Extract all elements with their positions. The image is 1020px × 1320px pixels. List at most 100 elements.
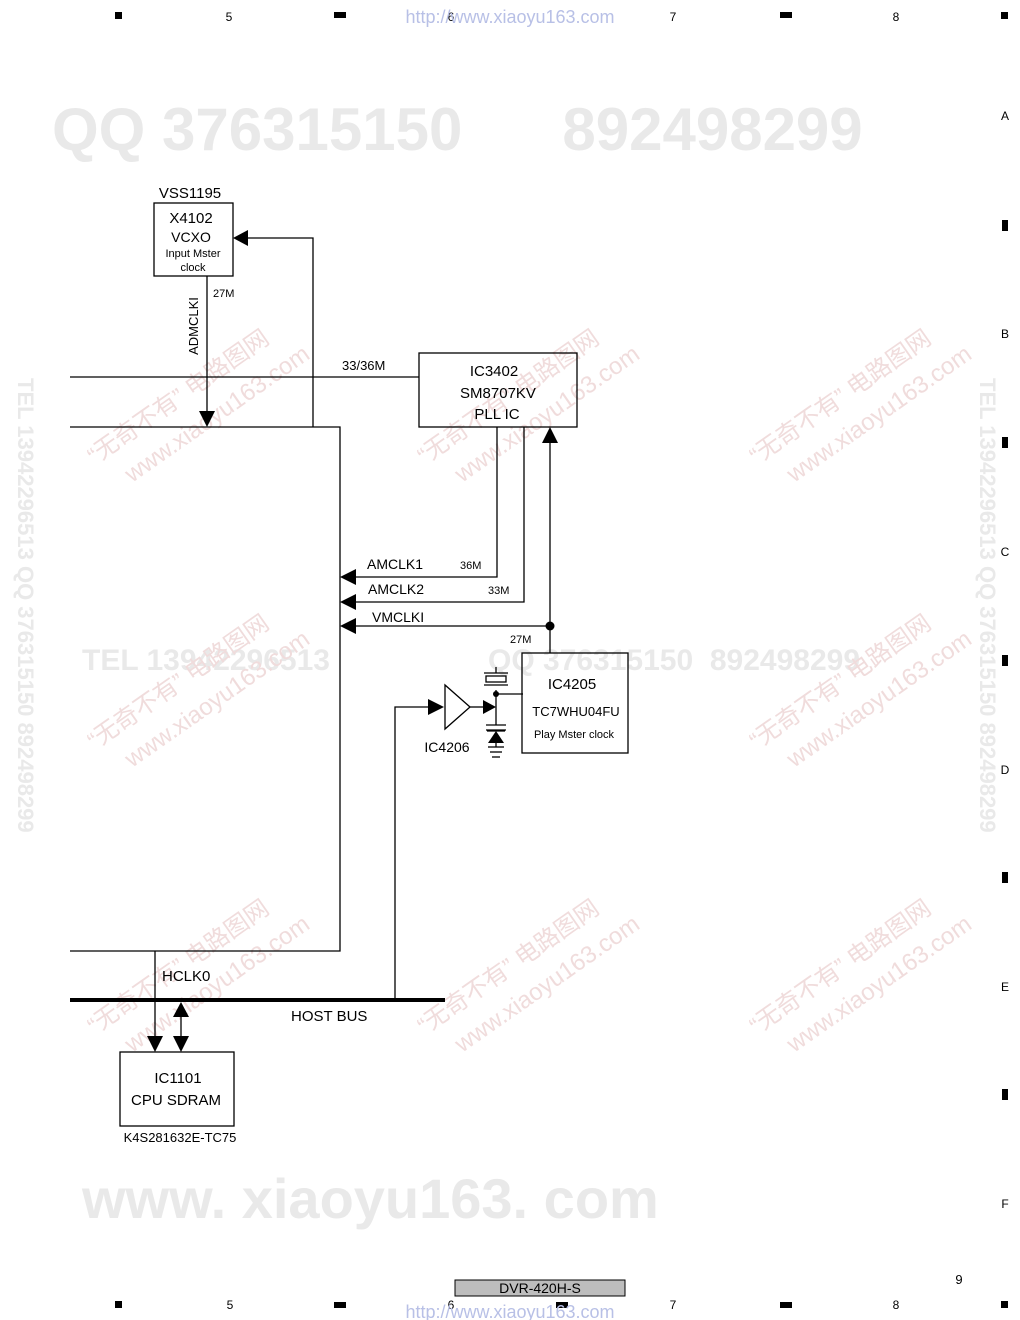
arrow-vmclki-left: [340, 618, 356, 634]
frame-mark: [115, 1301, 122, 1308]
model-badge: [454, 1279, 626, 1297]
row-label: C: [1001, 545, 1010, 559]
x4102-part: VSS1195: [159, 185, 221, 202]
crystal-symbol: [484, 672, 508, 686]
watermark-layer: QQ 376315150 892498299 TEL 13942296513 Q…: [13, 96, 1000, 1230]
frame-mark: [780, 12, 792, 18]
arrow-bus-down: [173, 1036, 189, 1052]
ic4205-ref: IC4205: [548, 676, 596, 693]
frame-mark: [1002, 872, 1008, 883]
frame-top-ruler: 5 6 7 8 http://www.xiaoyu163.com: [115, 7, 1008, 27]
ic4206-buffer-symbol: [444, 683, 471, 731]
ground-symbol: [488, 746, 504, 758]
x4102-box: [153, 202, 234, 277]
wire-vcxo-control: [247, 237, 314, 427]
ic3402-part: SM8707KV: [460, 385, 536, 402]
wire-amclk2: [354, 427, 525, 603]
watermark-diagonal-2: “无奇不有” 电路图网 www.xiaoyu163.com: [413, 325, 645, 489]
column-label: 6: [448, 1298, 455, 1312]
arrow-ic4206-right: [428, 699, 444, 715]
x4102-type: VCXO: [171, 229, 211, 245]
ic1101-part: K4S281632E-TC75: [124, 1130, 237, 1145]
ic3402-box: [418, 352, 578, 428]
junction-27m: [545, 621, 555, 631]
watermark-diagonal-8: “无奇不有” 电路图网 www.xiaoyu163.com: [745, 895, 977, 1059]
arrow-bus-up: [173, 1002, 189, 1017]
ic4205-box: [521, 652, 629, 754]
arrow-amclk2-left: [340, 594, 356, 610]
frame-mark: [1002, 220, 1008, 231]
model-name: DVR-420H-S: [499, 1280, 581, 1296]
frame-bottom-ruler: 5 6 7 8 9 DVR-420H-S http://www.xiaoyu16…: [115, 1272, 1008, 1320]
column-label: 6: [448, 10, 455, 24]
frame-mark: [334, 1302, 346, 1308]
watermark-url-bottom: http://www.xiaoyu163.com: [405, 1302, 614, 1320]
ic1101-ref: IC1101: [154, 1070, 201, 1087]
row-label: A: [1001, 109, 1009, 123]
frame-mark: [556, 1302, 568, 1308]
ic1101-box: [119, 1051, 235, 1127]
frame-mark: [1001, 1301, 1008, 1308]
frame-right-ruler: A B C D E F: [1001, 109, 1010, 1211]
row-label: F: [1001, 1197, 1008, 1211]
wire-amclk1: [354, 427, 498, 578]
arrow-admclki-down: [199, 411, 215, 427]
x4102-ref: X4102: [169, 210, 212, 227]
capacitor-symbol: [486, 724, 506, 731]
page-number: 9: [955, 1272, 962, 1287]
ic1101-desc: CPU SDRAM: [131, 1092, 221, 1109]
watermark-site-large: www. xiaoyu163. com: [81, 1167, 659, 1230]
frame-mark: [1002, 437, 1008, 448]
wire-ic4206-input: [394, 706, 430, 1000]
watermark-qq-mid: QQ 376315150 892498299: [488, 644, 860, 677]
arrow-27m-up: [542, 427, 558, 443]
label-33-36m: 33/36M: [342, 358, 385, 373]
arrow-hclk0-down: [147, 1036, 163, 1052]
label-host-bus: HOST BUS: [291, 1008, 367, 1025]
frame-mark: [1001, 12, 1008, 19]
ic3402-ref: IC3402: [470, 363, 518, 380]
label-vmclki: VMCLKI: [372, 609, 424, 625]
watermark-diagonal-5: “无奇不有” 电路图网 www.xiaoyu163.com: [745, 610, 977, 774]
label-amclk2: AMCLK2: [368, 581, 424, 597]
component-ic1101: IC1101 CPU SDRAM K4S281632E-TC75: [119, 1051, 237, 1145]
watermark-diagonal-4: “无奇不有” 电路图网 www.xiaoyu163.com: [83, 610, 315, 774]
frame-mark: [780, 1302, 792, 1308]
ic3402-desc: PLL IC: [474, 406, 519, 423]
arrow-amclk1-left: [340, 569, 356, 585]
row-label: B: [1001, 327, 1009, 341]
watermark-vertical-right: TEL 13942296513 QQ 376315150 892498299: [975, 378, 1000, 833]
wires: [70, 237, 551, 1037]
column-label: 7: [670, 10, 677, 24]
label-27m-top: 27M: [213, 288, 234, 300]
component-ic4205: IC4205 TC7WHU04FU Play Mster clock: [521, 652, 629, 754]
ic4206-ref: IC4206: [424, 739, 469, 755]
frame-mark: [334, 12, 346, 18]
component-ic4206: IC4206: [424, 672, 508, 758]
arrows: [147, 230, 558, 1052]
column-label: 5: [227, 1298, 234, 1312]
watermark-vertical-left: TEL 13942296513 QQ 376315150 892498299: [13, 378, 38, 833]
column-label: 7: [670, 1298, 677, 1312]
ic4205-desc: Play Mster clock: [534, 729, 615, 741]
row-label: D: [1001, 763, 1010, 777]
ic4205-part: TC7WHU04FU: [532, 704, 619, 719]
watermark-qq-header: QQ 376315150 892498299: [52, 96, 863, 163]
column-label: 8: [893, 10, 900, 24]
frame-mark: [1002, 655, 1008, 666]
controller-outline: [70, 426, 341, 952]
watermark-tel-mid: TEL 13942296513: [82, 644, 330, 677]
component-ic3402: IC3402 SM8707KV PLL IC: [418, 352, 578, 428]
label-admclki: ADMCLKI: [186, 297, 201, 355]
label-36m: 36M: [460, 560, 481, 572]
watermark-diagonal-7: “无奇不有” 电路图网 www.xiaoyu163.com: [413, 895, 645, 1059]
arrow-vcxo-left: [233, 230, 248, 246]
watermark-diagonal-3: “无奇不有” 电路图网 www.xiaoyu163.com: [745, 325, 977, 489]
column-label: 8: [893, 1298, 900, 1312]
label-33m: 33M: [488, 585, 509, 597]
label-amclk1: AMCLK1: [367, 556, 423, 572]
signal-labels: 27M ADMCLKI 33/36M AMCLK1 36M AMCLK2 33M…: [162, 288, 531, 1025]
label-27m-mid: 27M: [510, 634, 531, 646]
crystal-input-arrow: [483, 700, 496, 714]
